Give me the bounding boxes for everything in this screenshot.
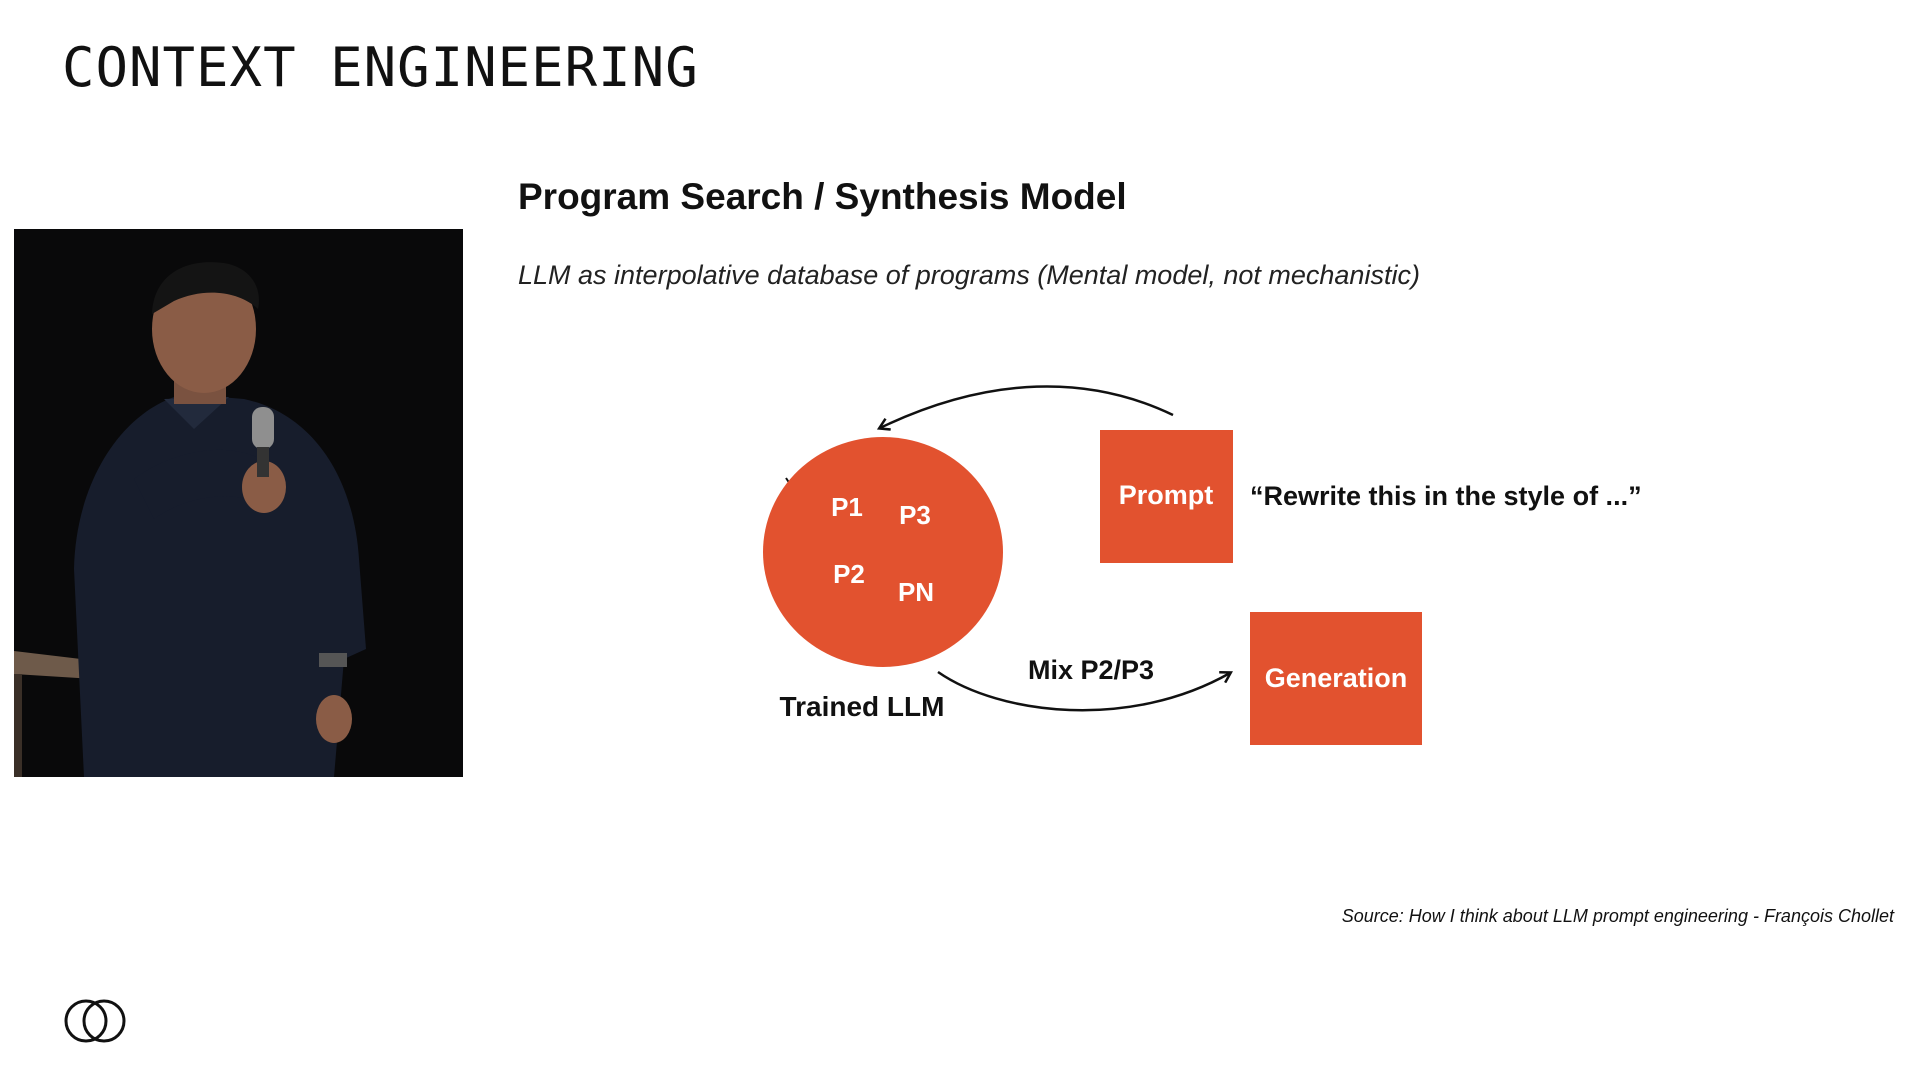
prompt-box bbox=[1100, 430, 1233, 563]
interlocking-circles-logo-icon bbox=[64, 999, 126, 1043]
program-label-p2: P2 bbox=[833, 559, 865, 589]
slide-subheading: LLM as interpolative database of program… bbox=[518, 260, 1420, 290]
speaker-silhouette bbox=[14, 229, 463, 777]
prompt-to-llm-arrow bbox=[880, 385, 1174, 428]
llm-to-generation-arrow bbox=[937, 670, 1230, 712]
generation-box-label: Generation bbox=[1265, 663, 1408, 693]
slide-heading: Program Search / Synthesis Model bbox=[518, 176, 1127, 217]
prompt-box-label: Prompt bbox=[1119, 480, 1214, 510]
program-label-pn: PN bbox=[898, 577, 934, 607]
trained-llm-label: Trained LLM bbox=[780, 691, 945, 722]
speaker-video bbox=[14, 229, 463, 777]
microphone-icon bbox=[252, 407, 274, 449]
prompt-quote: “Rewrite this in the style of ...” bbox=[1250, 481, 1642, 511]
mix-label: Mix P2/P3 bbox=[1028, 655, 1154, 685]
source-citation: Source: How I think about LLM prompt eng… bbox=[1341, 906, 1894, 926]
circle-tick-mark bbox=[785, 477, 791, 485]
program-label-p3: P3 bbox=[899, 500, 931, 530]
trained-llm-circle bbox=[763, 437, 1003, 667]
generation-box bbox=[1250, 612, 1422, 745]
program-label-p1: P1 bbox=[831, 492, 863, 522]
page-title: CONTEXT ENGINEERING bbox=[62, 36, 699, 99]
